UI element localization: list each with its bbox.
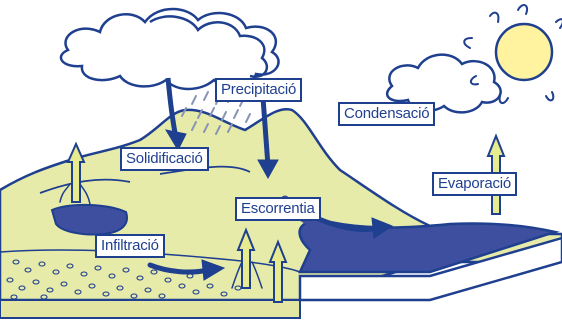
label-solidificacio: Solidificació bbox=[120, 147, 209, 171]
land-front-face bbox=[0, 299, 301, 319]
land-contour-2 bbox=[159, 165, 251, 175]
evaporation-wisps bbox=[59, 183, 263, 289]
lake-front-face bbox=[298, 236, 562, 302]
pebbles bbox=[6, 259, 242, 300]
label-evaporacio: Evaporació bbox=[432, 172, 518, 196]
land-contour-1 bbox=[39, 178, 131, 194]
sun-icon bbox=[463, 4, 562, 104]
rain-cloud bbox=[59, 7, 280, 91]
mountain-lake bbox=[50, 203, 128, 236]
label-precipitacio: Precipitació bbox=[215, 78, 303, 102]
label-condensacio: Condensació bbox=[338, 102, 436, 126]
label-infiltracio: Infiltració bbox=[95, 234, 165, 258]
label-escorrentia: Escorrentia bbox=[235, 197, 321, 221]
